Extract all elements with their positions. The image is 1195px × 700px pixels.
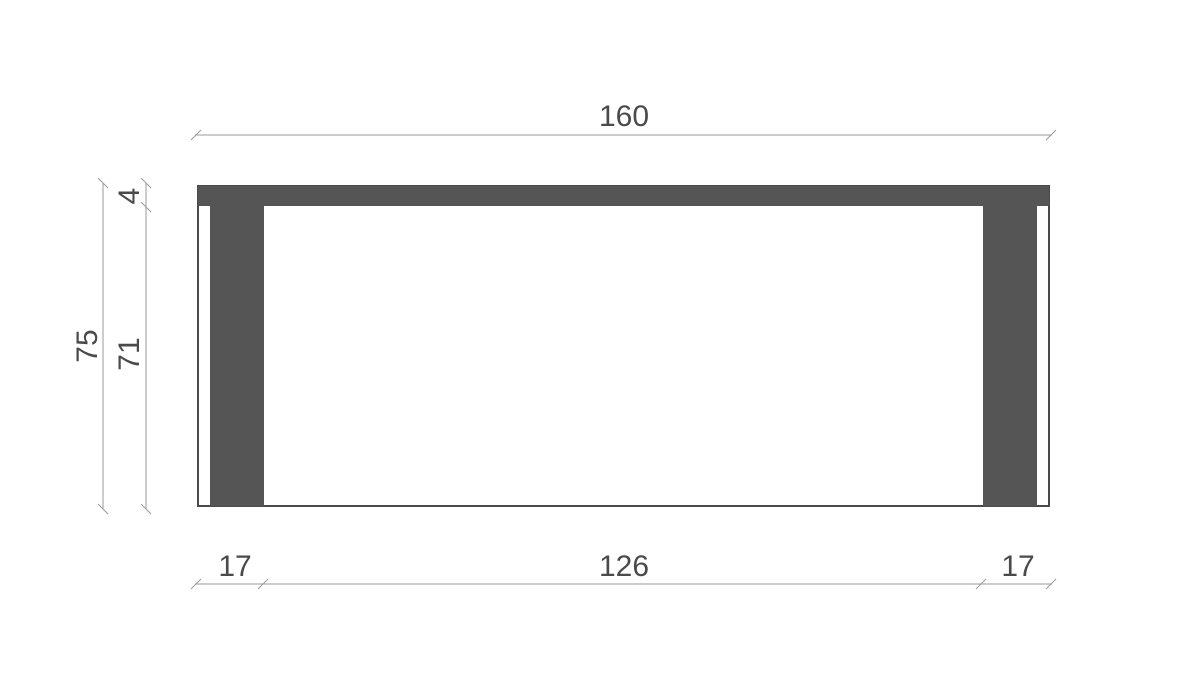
dimension-leg-height: 71 — [113, 207, 152, 515]
table-shape — [197, 185, 1050, 507]
dimension-top-thickness: 4 — [113, 177, 152, 213]
dimension-label-inner-span: 126 — [599, 550, 649, 583]
right-leg — [983, 206, 1037, 506]
dimension-label-total-height: 75 — [71, 329, 104, 362]
dimension-label-left-leg-width: 17 — [218, 550, 251, 583]
dimension-bottom-chain: 17 126 17 — [190, 550, 1057, 590]
left-leg — [210, 206, 264, 506]
table-outline — [197, 185, 1050, 507]
dimension-total-height: 75 — [71, 177, 109, 515]
dimension-label-leg-height: 71 — [113, 337, 146, 370]
table-top — [198, 186, 1049, 206]
dimension-label-right-leg-width: 17 — [1001, 550, 1034, 583]
dimension-label-top-thickness: 4 — [113, 188, 146, 205]
dimension-label-total-width: 160 — [599, 100, 649, 133]
dimension-total-width: 160 — [190, 100, 1057, 141]
